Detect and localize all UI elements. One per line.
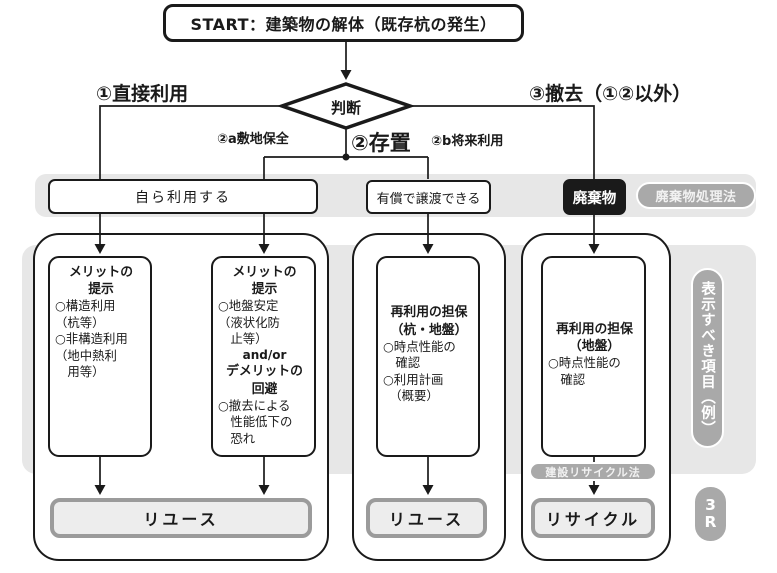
badge-3r-line1: 3 — [705, 495, 716, 514]
badge-3r: 3 R — [695, 487, 726, 541]
branch-label-removal: ③撤去（①②以外） — [529, 83, 692, 105]
detail-box-title2: デメリットの 回避 — [226, 364, 303, 397]
outcome-reuse-1: リユース — [50, 498, 312, 538]
outcome-reuse-2: リユース — [366, 498, 487, 538]
badge-3r-line2: R — [704, 513, 717, 531]
detail-box-title: 再利用の担保 （地盤） — [556, 321, 633, 354]
detail-box-body: ○構造利用 （杭等） ○非構造利用 （地中熱利 用等） — [55, 298, 128, 380]
node-paid-transfer: 有償で譲渡できる — [366, 180, 491, 214]
detail-box-title: メリットの 提示 — [69, 265, 133, 298]
branch-label-direct-use: ①直接利用 — [96, 83, 189, 105]
decision-diamond — [276, 82, 416, 130]
branch-label-preserve: ②存置 — [351, 131, 411, 155]
branch-label-site-preservation: ②a敷地保全 — [217, 132, 289, 147]
decision-node-label: 判断 — [330, 99, 361, 117]
node-self-use: 自ら利用する — [48, 179, 318, 214]
arrowheads — [94, 70, 600, 495]
detail-box-body: ○時点性能の 確認 ○利用計画 （概要） — [383, 338, 456, 404]
outcome-recycle: リサイクル — [531, 498, 655, 538]
detail-box-body: ○時点性能の 確認 — [548, 355, 621, 387]
detail-box-body2: ○撤去による 性能低下の 恐れ — [218, 397, 293, 446]
node-waste: 廃棄物 — [563, 179, 626, 215]
detail-box-merit-direct: メリットの 提示 ○構造利用 （杭等） ○非構造利用 （地中熱利 用等） — [48, 256, 152, 457]
detail-box-title: 再利用の担保 （杭・地盤） — [390, 305, 468, 338]
detail-box-merit-demerit: メリットの 提示 ○地盤安定 （液状化防 止等） and/or デメリットの 回… — [211, 256, 316, 457]
construction-recycle-law-pill: 建設リサイクル法 — [529, 462, 657, 481]
detail-box-reuse-guarantee-ground: 再利用の担保 （地盤） ○時点性能の 確認 — [541, 256, 646, 457]
display-items-side-label: 表示すべき項目（例） — [691, 268, 724, 448]
branch-label-future-use: ②b将来利用 — [431, 134, 504, 149]
detail-box-body: ○地盤安定 （液状化防 止等） — [218, 298, 280, 347]
detail-box-title: メリットの 提示 — [232, 265, 297, 298]
start-node: START：建築物の解体（既存杭の発生） — [163, 4, 524, 42]
waste-disposal-law-pill: 廃棄物処理法 — [636, 182, 756, 209]
detail-box-reuse-guarantee-pile-ground: 再利用の担保 （杭・地盤） ○時点性能の 確認 ○利用計画 （概要） — [376, 256, 480, 457]
detail-box-connector: and/or — [242, 347, 287, 362]
